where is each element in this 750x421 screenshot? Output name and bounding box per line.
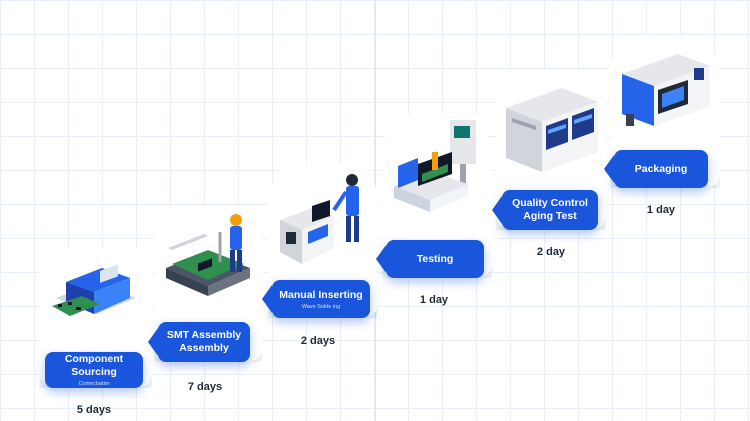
step-duration: 7 days [187, 381, 223, 393]
step-title: Manual Inserting [279, 288, 363, 301]
step-duration: 2 day [536, 246, 566, 258]
step-title: Packaging [634, 162, 688, 175]
step-title: Quality Control Aging Test [512, 197, 588, 222]
aging-chamber-icon [506, 88, 598, 172]
step-duration: 2 days [300, 335, 336, 347]
step-label: Component Sourcing Comecbatim [45, 352, 143, 388]
smt-machine-icon [166, 214, 250, 296]
warehouse-icon [52, 264, 136, 316]
step-label: Manual Inserting Wave Solde ing [272, 280, 370, 318]
step-title: Testing [416, 252, 454, 265]
step-duration: 1 day [646, 204, 676, 216]
step-duration: 1 day [419, 294, 449, 306]
step-duration: 5 days [76, 404, 112, 416]
step-label: Quality Control Aging Test [502, 190, 598, 230]
step-subtitle: Comecbatim [78, 381, 110, 387]
step-label: Testing [386, 240, 484, 278]
step-title: SMT Assembly Assembly [166, 329, 242, 354]
step-label: SMT Assembly Assembly [158, 322, 250, 362]
packaging-machine-icon [622, 54, 710, 126]
wave-solder-machine-icon [280, 174, 359, 264]
step-label: Packaging [614, 150, 708, 188]
step-subtitle: Wave Solde ing [301, 303, 341, 310]
step-title: Component Sourcing [64, 353, 124, 378]
test-machine-icon [394, 120, 476, 212]
